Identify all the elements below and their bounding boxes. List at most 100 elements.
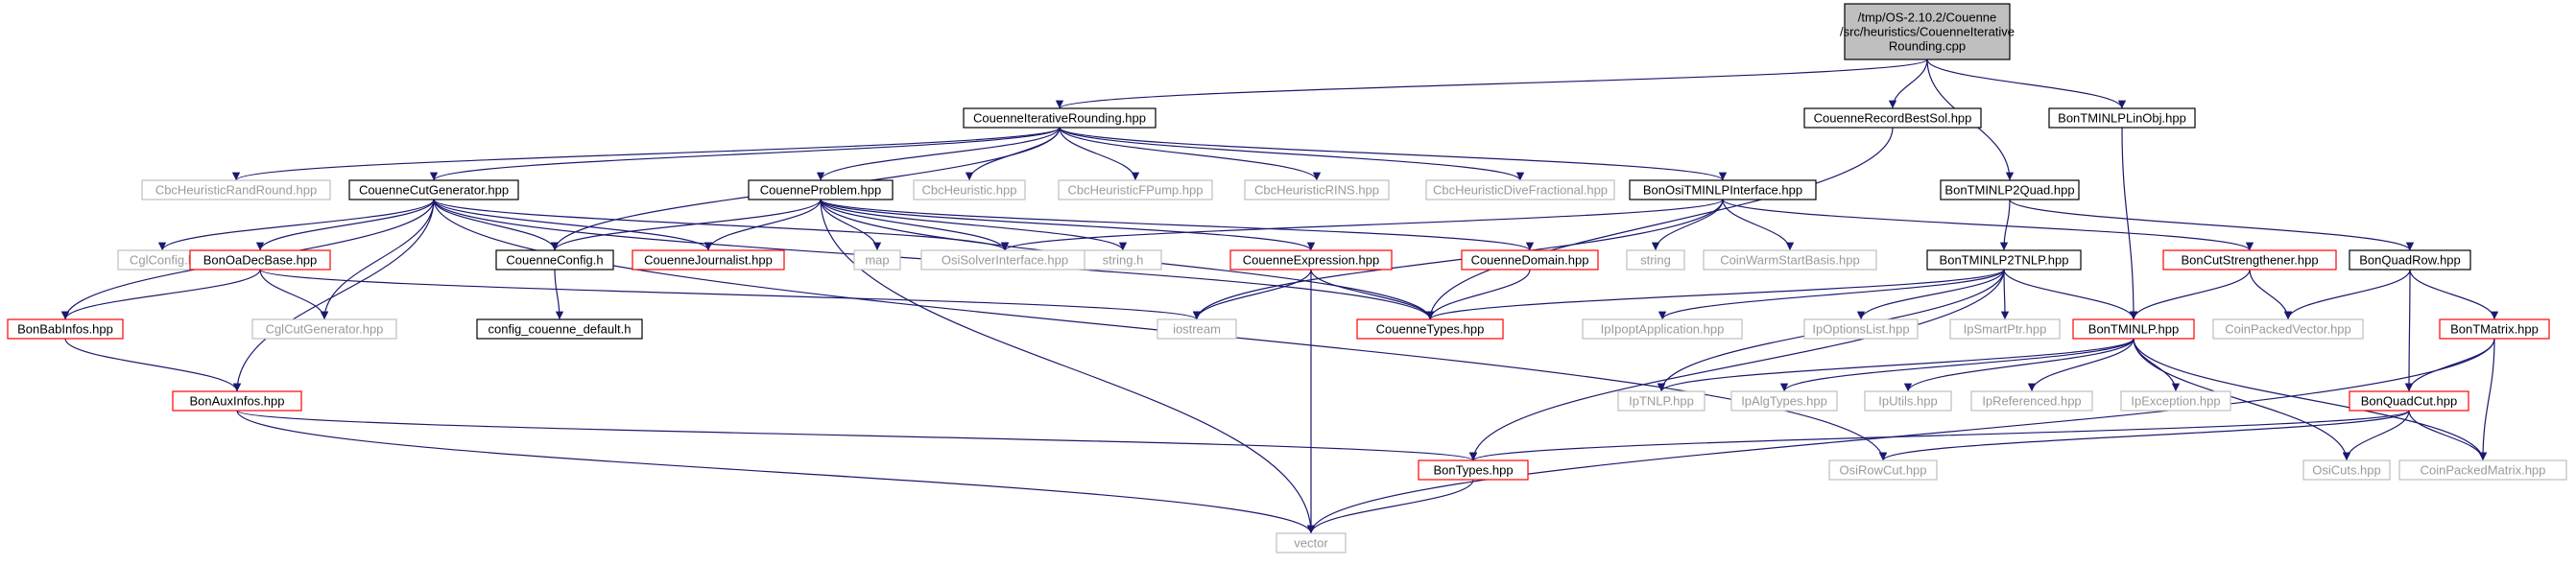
node-label: CouenneProblem.hpp	[760, 183, 881, 198]
node-cbc-heuristic-dive-fractional[interactable]: CbcHeuristicDiveFractional.hpp	[1425, 179, 1615, 200]
node-coin-warm-start-basis[interactable]: CoinWarmStartBasis.hpp	[1703, 249, 1877, 271]
node-label: BonAuxInfos.hpp	[189, 394, 284, 409]
node-box	[141, 179, 331, 200]
node-couenne-iterative-rounding[interactable]: CouenneIterativeRounding.hpp	[963, 107, 1157, 129]
node-cbc-heuristic-rins[interactable]: CbcHeuristicRINS.hpp	[1244, 179, 1390, 200]
node-box	[7, 318, 124, 340]
node-box	[2162, 249, 2337, 271]
node-bon-types[interactable]: BonTypes.hpp	[1418, 459, 1529, 481]
edge-bon-aux-infos-to-bon-types	[236, 410, 1477, 461]
node-stringh[interactable]: string.h	[1084, 249, 1162, 271]
edge-bon-tminlp-to-ip-alg-types	[1779, 338, 2135, 392]
node-bon-tminlp2-tnlp[interactable]: BonTMINLP2TNLP.hpp	[1926, 249, 2082, 271]
node-label: BonTMINLP2TNLP.hpp	[1940, 253, 2069, 268]
edge-bon-quad-cut-to-coin-packed-matrix	[2408, 410, 2488, 461]
node-box	[853, 249, 901, 271]
node-label: CouenneJournalist.hpp	[644, 253, 773, 268]
node-box	[1828, 459, 1938, 481]
node-ip-ipopt-application[interactable]: IpIpoptApplication.hpp	[1582, 318, 1743, 340]
node-cgl-cut-generator[interactable]: CglCutGenerator.hpp	[251, 318, 397, 340]
node-label: BonOsiTMINLPInterface.hpp	[1643, 183, 1802, 198]
node-couenne-journalist[interactable]: CouenneJournalist.hpp	[632, 249, 785, 271]
edge-bon-tmatrix-to-vector	[1306, 338, 2495, 534]
node-ip-smart-ptr[interactable]: IpSmartPtr.hpp	[1949, 318, 2061, 340]
node-label: BonTypes.hpp	[1433, 463, 1513, 478]
node-label: BonTMatrix.hpp	[2450, 322, 2539, 337]
node-box	[2439, 318, 2550, 340]
node-bon-aux-infos[interactable]: BonAuxInfos.hpp	[172, 390, 302, 412]
node-label: CouenneDomain.hpp	[1471, 253, 1589, 268]
node-label: CouenneCutGenerator.hpp	[359, 183, 509, 198]
node-label: CglCutGenerator.hpp	[266, 322, 384, 337]
edge-bon-tminlp2-tnlp-to-ip-smart-ptr	[2000, 269, 2010, 320]
node-config-couenne-default[interactable]: config_couenne_default.h	[476, 318, 643, 340]
node-bon-tminlplin-obj[interactable]: BonTMINLPLinObj.hpp	[2048, 107, 2196, 129]
node-couenne-record-best-sol[interactable]: CouenneRecordBestSol.hpp	[1803, 107, 1982, 129]
node-bon-cut-strengthener[interactable]: BonCutStrengthener.hpp	[2162, 249, 2337, 271]
node-osi-cuts[interactable]: OsiCuts.hpp	[2302, 459, 2391, 481]
node-ip-exception[interactable]: IpException.hpp	[2120, 390, 2231, 412]
edge-root-to-bon-tminlplin-obj	[1926, 59, 2127, 109]
node-iostream[interactable]: iostream	[1157, 318, 1237, 340]
node-osi-solver-interface[interactable]: OsiSolverInterface.hpp	[920, 249, 1089, 271]
node-label: IpUtils.hpp	[1878, 394, 1937, 409]
edge-bon-tminlp2-tnlp-to-couenne-types	[1426, 269, 2005, 320]
node-cbc-heuristic-rand-round[interactable]: CbcHeuristicRandRound.hpp	[141, 179, 331, 200]
edge-bon-tminlp2-tnlp-to-bon-tminlp	[2003, 269, 2138, 320]
node-label: string.h	[1103, 253, 1144, 268]
edge-bon-tminlp-to-ip-utils	[1903, 338, 2135, 392]
node-ip-alg-types[interactable]: IpAlgTypes.hpp	[1730, 390, 1838, 412]
node-string[interactable]: string	[1626, 249, 1685, 271]
node-bon-bab-infos[interactable]: BonBabInfos.hpp	[7, 318, 124, 340]
node-label: CouenneTypes.hpp	[1376, 322, 1485, 337]
node-label: config_couenne_default.h	[489, 322, 632, 337]
edge-bon-aux-infos-to-vector	[236, 410, 1316, 534]
node-cgl-config[interactable]: CglConfig.h	[117, 249, 207, 271]
edge-bon-tminlp2-tnlp-to-ip-ipopt-application	[1658, 269, 2005, 320]
node-label: /src/heuristics/CouenneIterative	[1840, 25, 2015, 39]
node-couenne-expression[interactable]: CouenneExpression.hpp	[1229, 249, 1393, 271]
node-bon-tminlp[interactable]: BonTMINLP.hpp	[2072, 318, 2195, 340]
node-root[interactable]: /tmp/OS-2.10.2/Couenne/src/heuristics/Co…	[1840, 3, 2015, 60]
node-vector[interactable]: vector	[1276, 532, 1347, 553]
node-bon-osi-tminlpinterface[interactable]: BonOsiTMINLPInterface.hpp	[1629, 179, 1817, 200]
node-label: BonTMINLP.hpp	[2088, 322, 2179, 337]
edge-couenne-config-to-config-couenne-default	[554, 269, 564, 320]
node-ip-referenced[interactable]: IpReferenced.hpp	[1970, 390, 2093, 412]
node-ip-options-list[interactable]: IpOptionsList.hpp	[1803, 318, 1919, 340]
node-bon-tmatrix[interactable]: BonTMatrix.hpp	[2439, 318, 2550, 340]
node-couenne-domain[interactable]: CouenneDomain.hpp	[1461, 249, 1599, 271]
node-coin-packed-matrix[interactable]: CoinPackedMatrix.hpp	[2398, 459, 2567, 481]
edge-couenne-problem-to-osi-solver-interface	[820, 199, 1010, 251]
node-box	[1461, 249, 1599, 271]
node-map[interactable]: map	[853, 249, 901, 271]
node-box	[2349, 249, 2471, 271]
node-couenne-config[interactable]: CouenneConfig.h	[495, 249, 614, 271]
node-coin-packed-vector[interactable]: CoinPackedVector.hpp	[2212, 318, 2364, 340]
node-ip-utils[interactable]: IpUtils.hpp	[1864, 390, 1952, 412]
node-cbc-heuristic-fpump[interactable]: CbcHeuristicFPump.hpp	[1058, 179, 1213, 200]
node-couenne-cut-generator[interactable]: CouenneCutGenerator.hpp	[348, 179, 519, 200]
node-couenne-types[interactable]: CouenneTypes.hpp	[1356, 318, 1504, 340]
node-cbc-heuristic[interactable]: CbcHeuristic.hpp	[913, 179, 1026, 200]
node-box	[1949, 318, 2061, 340]
edge-bon-quad-cut-to-osi-cuts	[2342, 410, 2410, 461]
node-bon-oa-dec-base[interactable]: BonOaDecBase.hpp	[189, 249, 331, 271]
node-box	[189, 249, 331, 271]
node-box	[1970, 390, 2093, 412]
node-label: Rounding.cpp	[1889, 39, 1966, 54]
node-label: BonCutStrengthener.hpp	[2181, 253, 2318, 268]
node-label: IpAlgTypes.hpp	[1741, 394, 1827, 409]
node-bon-quad-row[interactable]: BonQuadRow.hpp	[2349, 249, 2471, 271]
node-box	[2072, 318, 2195, 340]
node-ip-tnlp[interactable]: IpTNLP.hpp	[1617, 390, 1705, 412]
node-couenne-problem[interactable]: CouenneProblem.hpp	[748, 179, 894, 200]
node-bon-quad-cut[interactable]: BonQuadCut.hpp	[2349, 390, 2469, 412]
node-box	[1582, 318, 1743, 340]
edge-couenne-iterative-rounding-to-cbc-heuristic	[965, 127, 1061, 181]
node-osi-row-cut[interactable]: OsiRowCut.hpp	[1828, 459, 1938, 481]
edge-bon-osi-tminlpinterface-to-coin-warm-start-basis	[1722, 199, 1795, 251]
edge-bon-oa-dec-base-to-cgl-cut-generator	[259, 269, 329, 320]
node-bon-tminlp2-quad[interactable]: BonTMINLP2Quad.hpp	[1940, 179, 2080, 200]
edge-couenne-iterative-rounding-to-bon-osi-tminlpinterface	[1059, 127, 1727, 181]
